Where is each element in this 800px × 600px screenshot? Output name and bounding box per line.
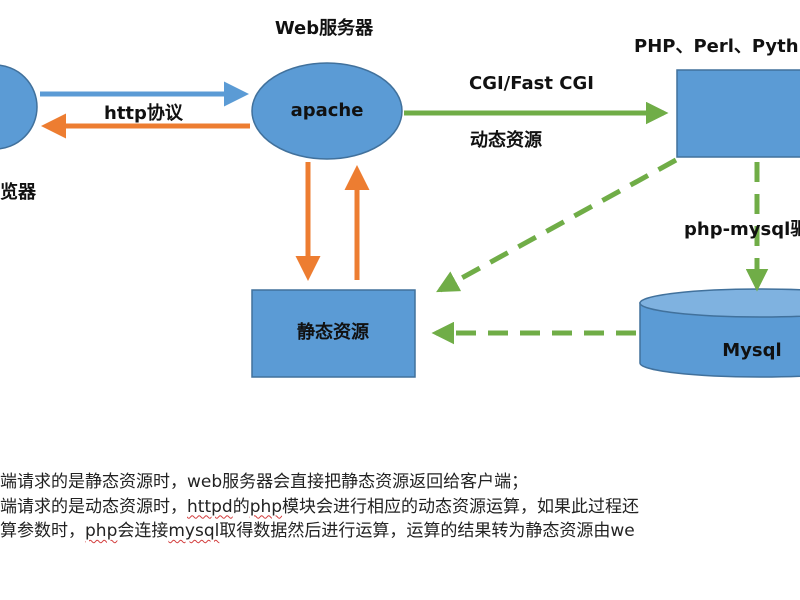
description-block: 端请求的是静态资源时，web服务器会直接把静态资源返回给客户端； 端请求的是动态… — [0, 470, 800, 544]
description-line-3: 算参数时，php会连接mysql取得数据然后进行运算，运算的结果转为静态资源由w… — [0, 521, 635, 541]
apache-node — [251, 62, 403, 160]
browser-node — [0, 64, 38, 150]
browser-caption: 览器 — [0, 182, 36, 203]
mysql-label: Mysql — [722, 340, 782, 361]
static-resource-label: 静态资源 — [297, 322, 369, 343]
static-resource-node — [251, 289, 416, 378]
app-to-static-dashed-arrow — [436, 157, 678, 293]
apache-label: apache — [290, 100, 364, 121]
http-protocol-label: http协议 — [104, 103, 183, 124]
apache-caption: Web服务器 — [274, 18, 374, 39]
description-line-1: 端请求的是静态资源时，web服务器会直接把静态资源返回给客户端； — [0, 472, 529, 492]
dynamic-resource-label: 动态资源 — [470, 130, 542, 151]
description-line-2: 端请求的是动态资源时，httpd的php模块会进行相应的动态资源运算，如果此过程… — [0, 496, 640, 517]
app-server-node — [676, 69, 800, 158]
app-server-caption: PHP、Perl、Pyth — [634, 36, 799, 57]
mysql-node — [639, 288, 800, 378]
cgi-label: CGI/Fast CGI — [469, 73, 594, 94]
php-mysql-label: php-mysql驱 — [684, 219, 800, 240]
